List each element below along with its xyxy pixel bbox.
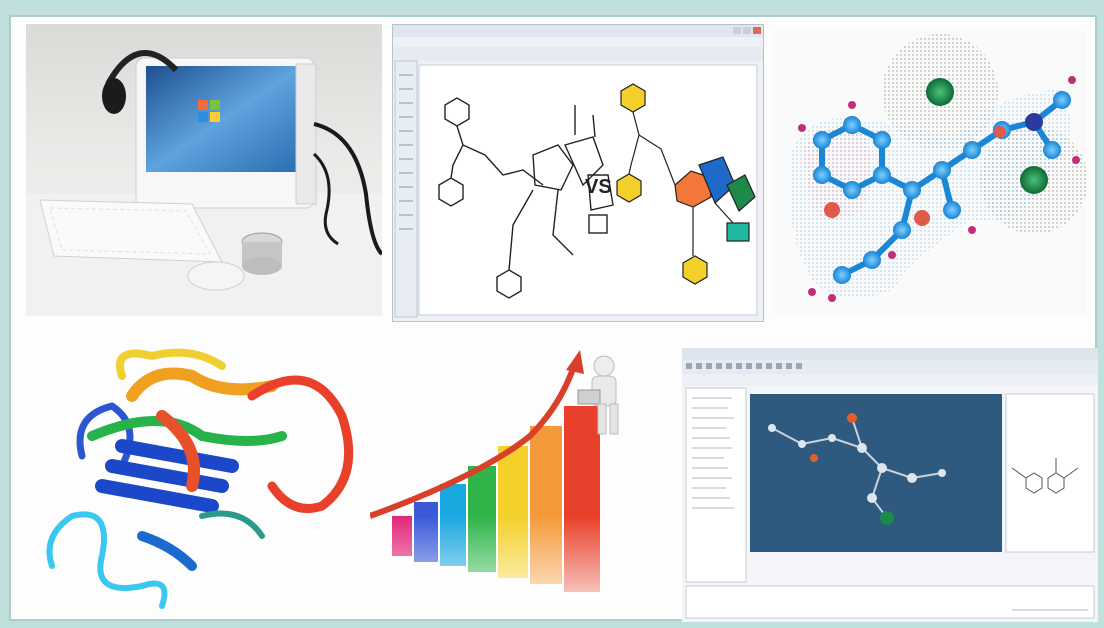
drawing-toolbar[interactable]: [394, 60, 418, 318]
headphones-icon: [102, 50, 179, 114]
computer-workstation-photo: [26, 24, 382, 316]
speaker-device: [241, 232, 283, 275]
window-controls[interactable]: [733, 27, 761, 34]
protein-ribbon-structure: [22, 336, 368, 612]
output-console-panel[interactable]: [685, 585, 1095, 619]
right-molecule-colored-structure: [616, 83, 756, 285]
3d-viewport[interactable]: [750, 394, 1002, 552]
arrow-head-icon: [566, 350, 584, 374]
chlorine-atom-right: [1020, 166, 1048, 194]
trend-arrow: [370, 365, 577, 519]
chem-structure-editor-window: VS: [392, 24, 764, 322]
chlorine-atom-top: [926, 78, 954, 106]
molecule-surface-render: [772, 30, 1086, 316]
chlorine-atom: [880, 511, 894, 525]
versus-label: VS: [585, 176, 612, 198]
viewer-toolbar[interactable]: [682, 360, 1098, 374]
project-tree-panel[interactable]: [685, 387, 747, 583]
mouse: [187, 261, 245, 291]
growth-bar-illustration: [370, 346, 640, 612]
molecular-viewer-software-window: [682, 348, 1098, 622]
keyboard: [39, 199, 223, 263]
structure-2d-panel[interactable]: [1005, 393, 1095, 553]
left-molecule-structure: [438, 97, 614, 299]
person-with-laptop-icon: [577, 355, 619, 435]
windows-logo-icon: [198, 100, 220, 122]
